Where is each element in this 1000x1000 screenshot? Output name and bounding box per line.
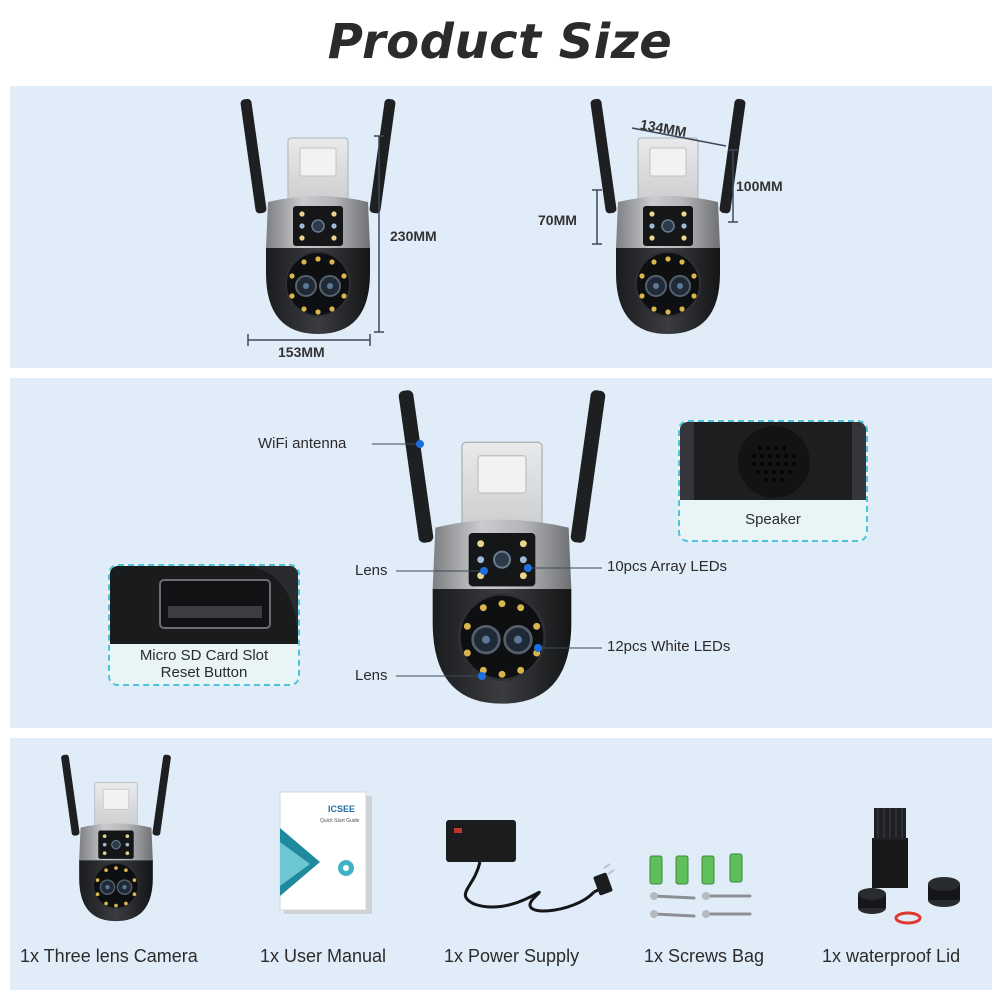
dimensions-panel: 230MM 153MM 134MM 100MM 70MM (10, 86, 992, 368)
package-item-power-supply: 1x Power Supply (444, 946, 580, 966)
wifi-antenna-label: WiFi antenna (258, 435, 347, 452)
callout-lines (372, 440, 602, 680)
side-depth-line (631, 127, 727, 147)
side-height-label: 100MM (736, 178, 783, 194)
user-manual-image: ICSEE Quick Start Guide (279, 791, 372, 914)
package-item-manual: 1x User Manual (260, 946, 387, 966)
package-item-camera: 1x Three lens Camera (20, 946, 198, 966)
speaker-inset: Speaker (678, 420, 868, 542)
package-item-screws-bag: 1x Screws Bag (644, 946, 765, 966)
front-view-camera-image (239, 97, 397, 335)
side-head-line (592, 189, 602, 245)
lens-bottom-label: Lens (355, 667, 388, 684)
side-height-line (728, 149, 738, 223)
front-width-line (247, 334, 371, 346)
page-title: Product Size (327, 14, 673, 70)
sd-slot-caption: Micro SD Card Slot Reset Button (110, 644, 298, 684)
side-head-label: 70MM (538, 212, 577, 228)
sd-slot-label: Micro SD Card Slot (139, 647, 269, 664)
package-panel: ICSEE Quick Start Guide (10, 738, 992, 990)
front-height-line (374, 135, 384, 333)
manual-subtitle: Quick Start Guide (320, 818, 360, 824)
package-camera-image (60, 753, 172, 922)
sd-slot-inset: Micro SD Card Slot Reset Button (108, 564, 300, 686)
reset-button-label: Reset Button (160, 664, 248, 681)
front-height-label: 230MM (390, 228, 437, 244)
array-leds-label: 10pcs Array LEDs (607, 558, 728, 575)
lens-top-label: Lens (355, 562, 388, 579)
speaker-image (680, 422, 866, 502)
manual-brand: ICSEE (328, 804, 355, 814)
parts-panel: WiFi antenna Lens Lens 10pcs Array LEDs … (10, 378, 992, 728)
screws-bag-image (649, 853, 752, 918)
sd-slot-image (110, 566, 298, 646)
waterproof-lid-image (858, 808, 960, 925)
speaker-label: Speaker (680, 500, 866, 540)
power-supply-image (446, 820, 615, 913)
front-width-label: 153MM (278, 344, 325, 360)
package-item-waterproof-lid: 1x waterproof Lid (822, 946, 961, 966)
white-leds-label: 12pcs White LEDs (607, 638, 731, 655)
